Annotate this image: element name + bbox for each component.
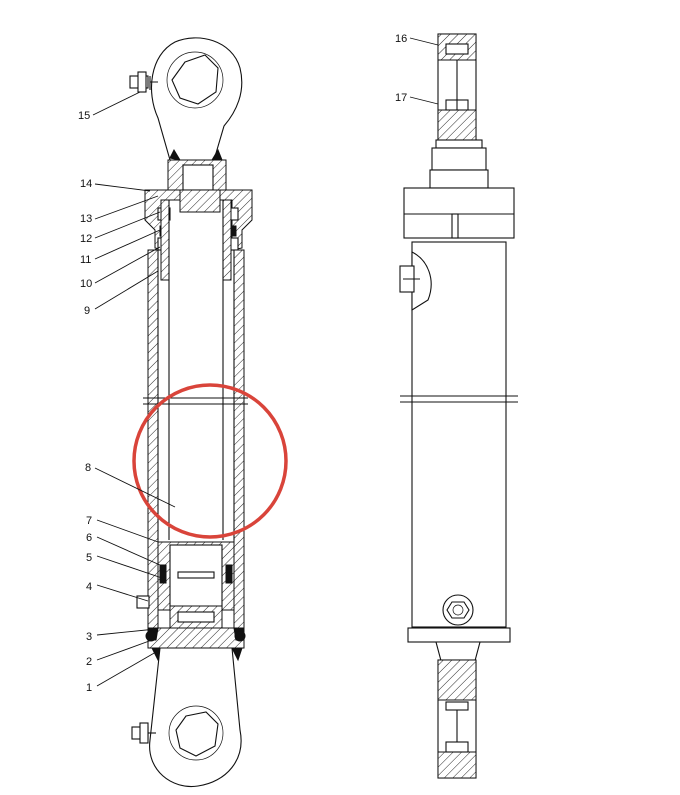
- highlight-circle: [132, 383, 288, 539]
- callout-13: 13: [80, 213, 92, 225]
- callout-6: 6: [86, 532, 92, 544]
- piston-rod: [160, 199, 232, 540]
- callout-8: 8: [85, 462, 91, 474]
- callout-2: 2: [86, 656, 92, 668]
- callout-labels: 15 14 13 12 11 10 9 8 7 6 5 4 3 2 1 16 1…: [78, 33, 407, 694]
- leader-lines: [92, 37, 447, 687]
- piston: [157, 541, 235, 629]
- exterior-view: [399, 33, 518, 779]
- callout-5: 5: [86, 552, 92, 564]
- callout-12: 12: [80, 233, 92, 245]
- callout-15: 15: [78, 110, 90, 122]
- callout-16: 16: [395, 33, 407, 45]
- cylinder-tube: [147, 249, 245, 646]
- callout-11: 11: [80, 254, 91, 266]
- top-rod-eye: [129, 37, 243, 161]
- callout-17: 17: [395, 92, 407, 104]
- head-exterior: [403, 187, 515, 239]
- barrel-exterior: [411, 241, 507, 628]
- callout-7: 7: [86, 515, 92, 527]
- callout-1: 1: [86, 682, 92, 694]
- callout-3: 3: [86, 631, 92, 643]
- bottom-end-cap: [145, 627, 246, 662]
- callout-10: 10: [80, 278, 92, 290]
- side-port: [136, 595, 150, 609]
- callout-9: 9: [84, 305, 90, 317]
- callout-14: 14: [80, 178, 92, 190]
- section-view: [129, 37, 288, 788]
- bottom-rod-eye: [131, 647, 242, 788]
- callout-4: 4: [86, 581, 92, 593]
